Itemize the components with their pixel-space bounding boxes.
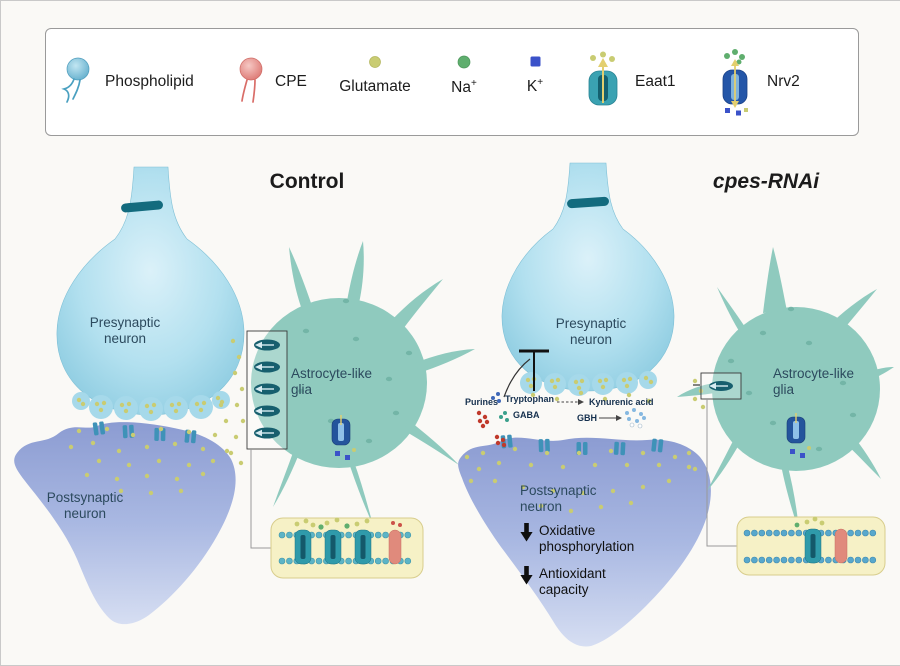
effect-oxidative-phosphorylation: Oxidative phosphorylation — [520, 523, 670, 555]
glia-label-rnai: Astrocyte-like glia — [773, 366, 855, 398]
vesicle-pockets — [520, 371, 657, 396]
legend-item-na: Na+ — [444, 55, 484, 97]
axon-band — [567, 196, 609, 209]
kynurenic-dots — [625, 408, 646, 429]
legend-item-k: K+ — [518, 55, 552, 96]
legend-item-glutamate: Glutamate — [332, 55, 418, 96]
metabolite-clusters — [476, 392, 646, 448]
axon-band — [121, 200, 163, 213]
label-gbh: GBH — [577, 413, 597, 423]
legend: Phospholipid CPE Glutamate Na+ K+ — [45, 28, 859, 136]
legend-label: Phospholipid — [105, 73, 194, 90]
tryptophan-dots — [491, 392, 501, 403]
label-gaba: GABA — [513, 410, 540, 420]
postsynaptic-neuron-control — [14, 421, 236, 625]
nrv2-channel-rnai — [786, 413, 811, 458]
inset-channels — [804, 528, 848, 564]
eaat1-channel-box-rnai — [693, 372, 742, 400]
inset-channels — [294, 529, 402, 565]
astrocyte-glia-rnai — [677, 247, 894, 531]
eaat1-channel-box-control — [246, 330, 288, 450]
legend-item-nrv2: Nrv2 — [712, 48, 800, 116]
legend-item-eaat1: Eaat1 — [580, 51, 676, 113]
inhibition-tbar — [503, 349, 549, 398]
legend-label: Na+ — [451, 78, 477, 97]
phospholipid-icon — [61, 57, 90, 103]
glutamate-dots-rnai — [464, 378, 706, 514]
rnai-title: cpes-RNAi — [712, 170, 820, 193]
presynaptic-label-rnai: Presynaptic neuron — [555, 316, 627, 348]
sodium-icon — [457, 55, 471, 69]
lipid-bilayer — [743, 529, 877, 564]
legend-item-phospholipid: Phospholipid — [60, 56, 194, 108]
effect-label: Antioxidant capacity — [539, 565, 606, 597]
postsynaptic-label-control: Postsynaptic neuron — [46, 490, 124, 522]
cpe-icon — [239, 57, 263, 103]
down-arrow-icon — [520, 565, 533, 585]
postsynaptic-neuron-rnai — [458, 434, 711, 647]
nrv2-icon — [722, 49, 748, 116]
legend-label: K+ — [526, 77, 544, 96]
inset-leader-line-rnai — [706, 399, 737, 547]
glia-speckles — [727, 306, 857, 452]
presynaptic-neuron-rnai — [501, 162, 675, 396]
rnai-panel-graphics — [458, 162, 894, 647]
label-tryptophan: Tryptophan — [505, 394, 554, 404]
membrane-inset-rnai — [736, 516, 886, 576]
legend-item-cpe: CPE — [234, 56, 307, 108]
legend-label: Nrv2 — [767, 73, 800, 90]
inset-leader-line-control — [250, 449, 271, 549]
effect-antioxidant-capacity: Antioxidant capacity — [520, 565, 670, 598]
down-arrow-icon — [520, 523, 533, 542]
inset-molecules — [294, 517, 402, 530]
postsynaptic-label-rnai: Postsynaptic neuron — [520, 483, 597, 515]
glutamate-icon — [369, 56, 381, 68]
membrane-inset-control — [270, 517, 424, 579]
presynaptic-neuron-control — [56, 166, 245, 421]
legend-label: CPE — [275, 73, 307, 90]
control-title: Control — [269, 170, 345, 193]
nrv2-channel-control — [331, 415, 356, 460]
astrocyte-glia-control — [251, 241, 475, 525]
legend-label: Eaat1 — [635, 73, 676, 90]
label-purines: Purines — [465, 397, 499, 407]
presynaptic-label-control: Presynaptic neuron — [89, 315, 161, 347]
inset-molecules — [794, 516, 825, 528]
gaba-dots — [499, 411, 509, 422]
effect-label: Oxidative phosphorylation — [539, 523, 635, 554]
glia-label-control: Astrocyte-like glia — [291, 366, 373, 398]
potassium-icon — [530, 56, 540, 67]
control-panel-graphics — [14, 166, 475, 625]
effects-list: Oxidative phosphorylation Antioxidant ca… — [520, 523, 670, 609]
purines-dots — [476, 410, 507, 448]
receptor-pair — [92, 421, 197, 444]
legend-label: Glutamate — [339, 78, 411, 95]
vesicle-pockets — [72, 391, 230, 421]
eaat1-icon — [588, 51, 618, 106]
glutamate-dots-control — [68, 338, 246, 496]
label-kynurenic-acid: Kynurenic acid — [589, 397, 654, 407]
